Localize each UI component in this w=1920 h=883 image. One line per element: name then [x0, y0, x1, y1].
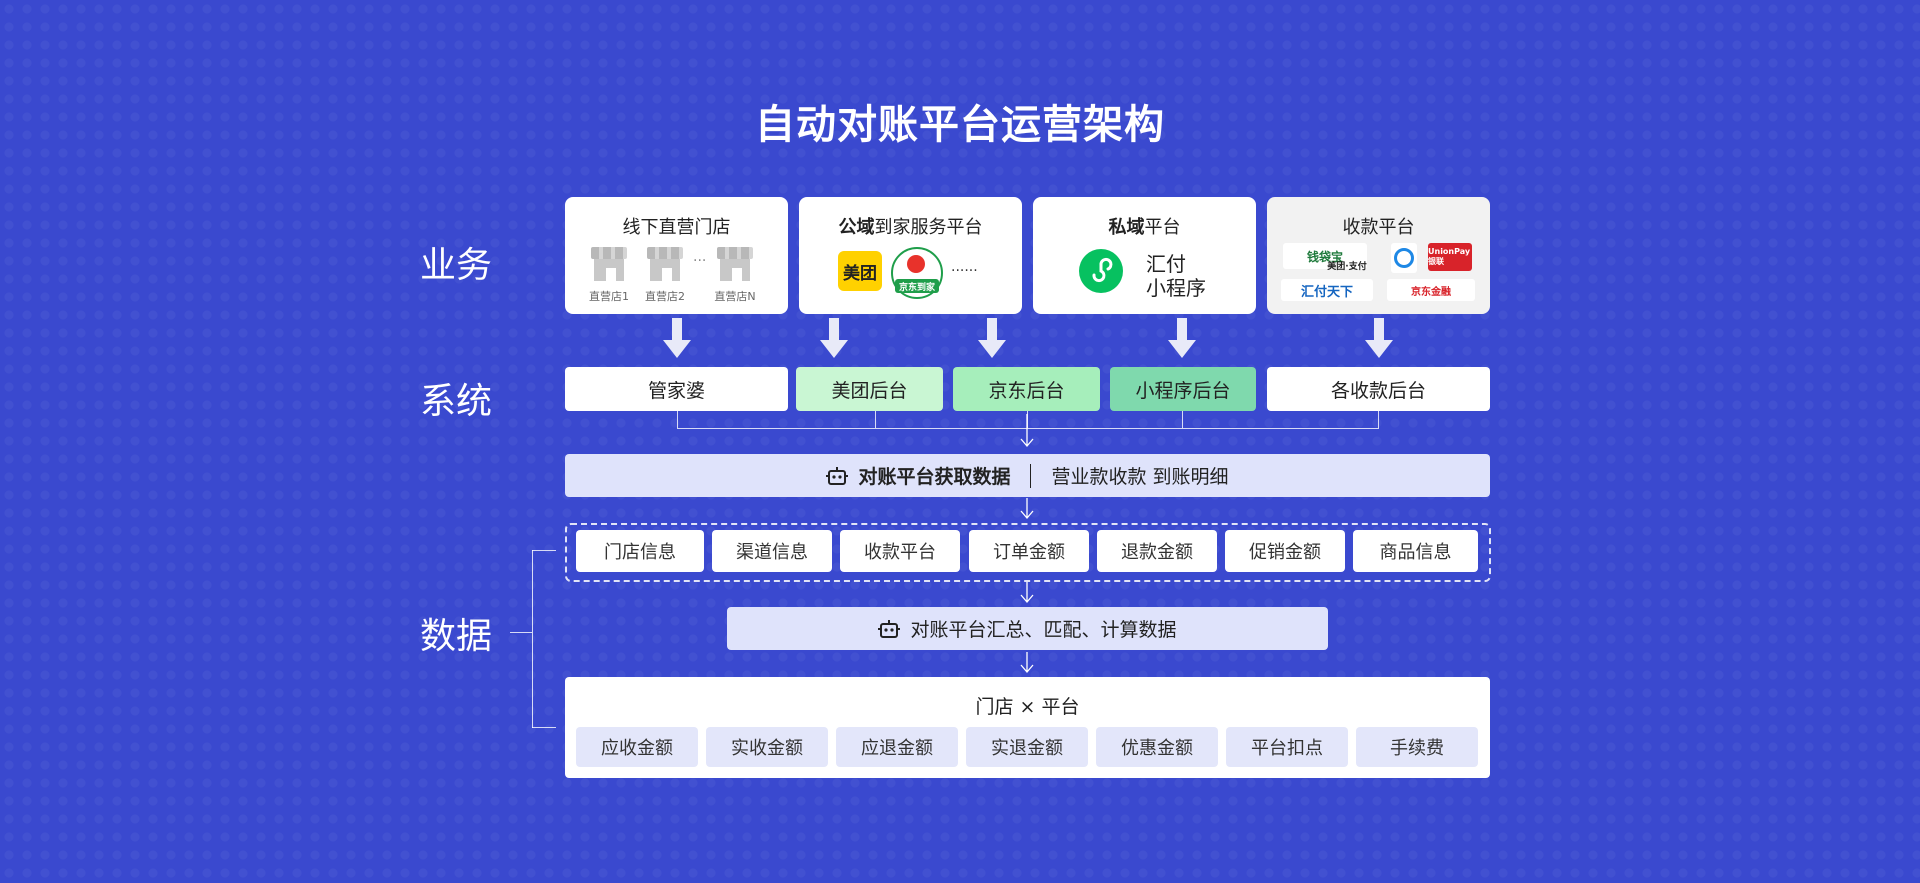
- data-item: 渠道信息: [712, 530, 832, 572]
- bracket-line: [510, 632, 532, 633]
- connector-line: [677, 428, 1379, 429]
- meituan-pay-logo-icon: 美团·支付: [1327, 261, 1367, 272]
- small-arrow-icon: [1020, 414, 1034, 447]
- row-label-data: 数据: [420, 616, 493, 657]
- store-label: 直营店N: [714, 290, 756, 303]
- system-guanjiapo: 管家婆: [565, 367, 788, 411]
- system-jd: 京东后台: [953, 367, 1100, 411]
- store-icon: [647, 247, 683, 281]
- card-payment-title: 收款平台: [1342, 217, 1415, 238]
- fetch-data-title: 对账平台获取数据: [858, 466, 1011, 488]
- data-item: 商品信息: [1353, 530, 1478, 572]
- arrow-down-icon: [978, 318, 1006, 358]
- row-label-system: 系统: [420, 381, 493, 422]
- robot-icon: [826, 466, 849, 485]
- data-item: 促销金额: [1225, 530, 1345, 572]
- store-icon: [717, 247, 753, 281]
- small-arrow-icon: [1020, 652, 1034, 673]
- arrow-down-icon: [1168, 318, 1196, 358]
- connector-line: [677, 411, 678, 428]
- arrow-down-icon: [1365, 318, 1393, 358]
- connector-line: [875, 411, 876, 428]
- arrow-down-icon: [663, 318, 691, 358]
- card-delivery-title: 公域到家服务平台: [838, 217, 983, 238]
- divider: [1030, 463, 1032, 488]
- result-item: 应退金额: [836, 727, 958, 767]
- system-meituan: 美团后台: [796, 367, 943, 411]
- bracket-line: [532, 727, 556, 728]
- result-title: 门店 × 平台: [975, 696, 1080, 718]
- qiandaibao-logo-icon: 钱袋宝: [1283, 243, 1367, 269]
- system-mini-program: 小程序后台: [1110, 367, 1256, 411]
- summary-text: 对账平台汇总、匹配、计算数据: [910, 619, 1177, 641]
- store-label: 直营店2: [645, 290, 685, 303]
- result-item: 平台扣点: [1226, 727, 1348, 767]
- fetch-data-bar: 对账平台获取数据 营业款收款 到账明细: [565, 454, 1490, 497]
- small-arrow-icon: [1020, 582, 1034, 603]
- small-arrow-icon: [1020, 498, 1034, 519]
- card-payment-platforms: 收款平台 钱袋宝 美团·支付 UnionPay 银联 汇付天下 京东金融: [1267, 197, 1490, 314]
- card-offline-stores-title: 线下直营门店: [622, 217, 731, 238]
- bracket-line: [532, 550, 533, 728]
- row-label-business: 业务: [420, 245, 493, 286]
- mini-program-icon: [1079, 249, 1123, 293]
- system-payment: 各收款后台: [1267, 367, 1490, 411]
- card-private-domain: 私域平台 汇付 小程序: [1033, 197, 1256, 314]
- result-item: 手续费: [1356, 727, 1478, 767]
- result-item: 优惠金额: [1096, 727, 1218, 767]
- robot-icon: [878, 619, 901, 638]
- bracket-line: [532, 550, 556, 551]
- blue-pay-logo-icon: [1391, 243, 1417, 273]
- data-item: 门店信息: [576, 530, 704, 572]
- result-item: 实收金额: [706, 727, 828, 767]
- card-delivery-platforms: 公域到家服务平台 美团 京东到家 ......: [799, 197, 1022, 314]
- connector-line: [1182, 411, 1183, 428]
- page-title: 自动对账平台运营架构: [755, 102, 1165, 148]
- meituan-logo-icon: 美团: [838, 251, 882, 291]
- private-line1: 汇付: [1146, 252, 1186, 276]
- store-icon: [591, 247, 627, 281]
- huifu-logo-icon: 汇付天下: [1281, 279, 1373, 301]
- delivery-ellipsis: ......: [951, 259, 978, 275]
- arrow-down-icon: [820, 318, 848, 358]
- data-items-group: [565, 523, 1491, 582]
- result-item: 实退金额: [966, 727, 1088, 767]
- card-offline-stores: 线下直营门店 ... 直营店1 直营店2 直营店N: [565, 197, 788, 314]
- private-line2: 小程序: [1146, 276, 1206, 300]
- summary-bar: 对账平台汇总、匹配、计算数据: [727, 607, 1328, 650]
- data-item: 收款平台: [840, 530, 960, 572]
- card-private-title: 私域平台: [1108, 217, 1181, 238]
- store-ellipsis: ...: [693, 249, 707, 265]
- result-item: 应收金额: [576, 727, 698, 767]
- data-item: 退款金额: [1097, 530, 1217, 572]
- unionpay-logo-icon: UnionPay 银联: [1428, 243, 1472, 271]
- fetch-data-detail: 营业款收款 到账明细: [1051, 466, 1229, 488]
- jd-daojia-logo-icon: 京东到家: [891, 247, 943, 299]
- store-label: 直营店1: [589, 290, 629, 303]
- jd-finance-logo-icon: 京东金融: [1387, 279, 1475, 301]
- connector-line: [1378, 411, 1379, 428]
- data-item: 订单金额: [969, 530, 1089, 572]
